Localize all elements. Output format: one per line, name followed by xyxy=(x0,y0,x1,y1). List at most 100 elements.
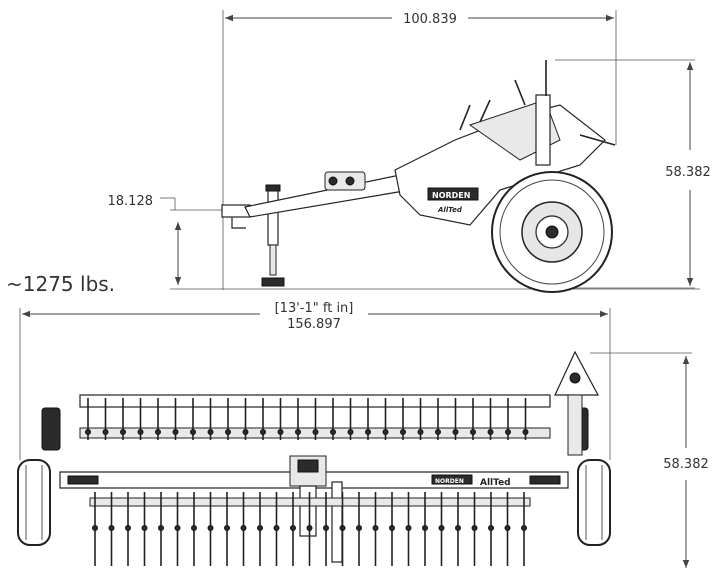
lower-tine-clamp xyxy=(488,525,494,531)
overall-width-label: 156.897 xyxy=(287,317,341,332)
upper-tine-clamp xyxy=(102,429,109,435)
lower-tine-clamp xyxy=(339,525,346,531)
lower-tine-clamp xyxy=(306,525,313,531)
lower-tine-clamp xyxy=(240,525,247,531)
upper-tine-clamp xyxy=(347,429,354,435)
smv-post xyxy=(567,394,583,456)
hydraulic-body xyxy=(324,171,366,191)
upper-tine-clamp xyxy=(207,429,214,435)
upper-tine-clamp xyxy=(295,429,301,435)
front-logo-plate xyxy=(431,474,473,485)
jack-crank xyxy=(265,184,281,192)
upper-tine-clamp xyxy=(120,429,126,435)
front-logo-text: NORDEN xyxy=(435,478,464,485)
upper-tine-clamp xyxy=(382,429,389,435)
hub-center xyxy=(545,225,559,239)
upper-tine-clamp xyxy=(487,429,494,435)
hydraulic-fitting-2 xyxy=(345,176,355,186)
side-height-label: 58.382 xyxy=(665,165,711,180)
side-logo-plate xyxy=(427,187,479,201)
lower-tine-clamp xyxy=(207,525,214,531)
jack-leg xyxy=(269,244,277,276)
hitch-height-label: 18.128 xyxy=(108,194,154,209)
lower-tine-clamp xyxy=(521,525,527,531)
upper-tine-clamp xyxy=(172,429,179,435)
tire-inner-edge xyxy=(499,179,605,285)
lower-tine-clamp xyxy=(257,525,263,531)
lower-tine-row xyxy=(92,492,527,566)
jack-stand xyxy=(261,184,285,287)
smv-sign xyxy=(554,350,600,456)
upper-tine-clamp xyxy=(225,429,231,435)
side-tine-2 xyxy=(479,99,491,123)
lower-tine-clamp xyxy=(405,525,412,531)
upper-tine-clamp xyxy=(365,429,371,435)
lower-tine-clamp xyxy=(290,525,296,531)
side-tine-1 xyxy=(459,104,471,131)
front-view: [13'-1" ft in] 156.897 58.382 xyxy=(17,301,709,568)
upper-tine-clamp xyxy=(85,429,91,435)
lower-tine-clamp xyxy=(158,525,164,531)
center-hydraulic xyxy=(297,459,319,473)
front-height-label: 58.382 xyxy=(663,457,709,472)
lower-tine-clamp xyxy=(422,525,428,531)
lower-tine-clamp xyxy=(191,525,197,531)
beam-reflector-left xyxy=(67,475,99,485)
lower-tine-clamp xyxy=(504,525,511,531)
lower-tine-clamp xyxy=(224,525,230,531)
lower-tine-clamp xyxy=(125,525,131,531)
upper-tine-clamp xyxy=(260,429,266,435)
lower-tine-clamp xyxy=(389,525,395,531)
side-model-text: AllTed xyxy=(437,206,463,214)
hydraulic-fitting-1 xyxy=(328,176,338,186)
mast xyxy=(514,60,551,166)
lower-tine-clamp xyxy=(372,525,379,531)
upper-tine-clamp xyxy=(470,429,476,435)
upper-tine-clamp xyxy=(417,429,424,435)
jack-post-front xyxy=(331,481,343,563)
upper-tine-clamp xyxy=(312,429,319,435)
lower-tine-clamp xyxy=(174,525,181,531)
mast-arm xyxy=(514,79,526,106)
jack-foot xyxy=(261,277,285,287)
overall-length-label: 100.839 xyxy=(403,12,457,27)
side-logo-text: NORDEN xyxy=(432,191,470,200)
front-wheel-right xyxy=(577,459,611,546)
upper-tine-clamp xyxy=(435,429,441,435)
center-hitch xyxy=(289,455,343,563)
upper-tine-clamp xyxy=(277,429,284,435)
lower-tine-clamp xyxy=(438,525,445,531)
lower-tine-clamp xyxy=(108,525,115,531)
beam-reflector-right xyxy=(529,475,561,485)
left-light xyxy=(41,407,61,451)
smv-center xyxy=(569,372,581,384)
side-view: 100.839 18.128 58.382 xyxy=(108,10,711,293)
front-model-text: AllTed xyxy=(480,478,511,488)
side-tine-3 xyxy=(579,134,616,146)
lower-tine-clamp xyxy=(141,525,148,531)
upper-tine-clamp xyxy=(137,429,144,435)
upper-tine-clamp xyxy=(190,429,196,435)
hydraulic-block xyxy=(324,171,366,191)
hitch xyxy=(221,204,251,229)
lower-tine-clamp xyxy=(323,525,329,531)
front-wheel-left xyxy=(17,459,51,546)
left-tire xyxy=(17,459,51,546)
upper-tine-row xyxy=(85,398,529,440)
upper-tine-clamp xyxy=(242,429,249,435)
upper-tine-clamp xyxy=(155,429,161,435)
lower-tine-clamp xyxy=(455,525,461,531)
weight-label: ~1275 lbs. xyxy=(6,272,115,296)
lower-tine-clamp xyxy=(92,525,98,531)
lower-tine-clamp xyxy=(471,525,478,531)
upper-tine-clamp xyxy=(400,429,406,435)
mast-column xyxy=(535,94,551,166)
hitch-handle xyxy=(231,217,246,229)
width-ft-in-label: [13'-1" ft in] xyxy=(275,301,354,316)
upper-tine-clamp xyxy=(330,429,336,435)
upper-tine-clamp xyxy=(452,429,459,435)
right-tire xyxy=(577,459,611,546)
lower-tine-clamp xyxy=(273,525,280,531)
